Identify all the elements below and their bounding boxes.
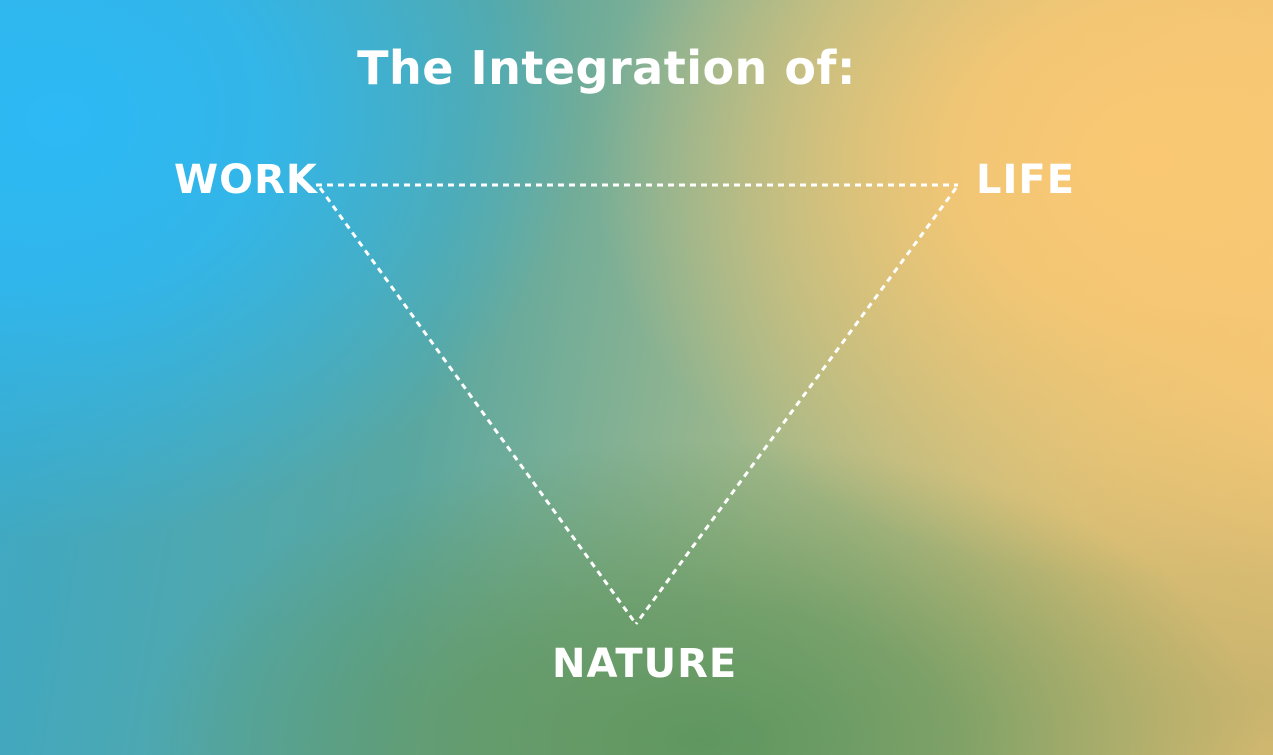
node-life: LIFE [976, 157, 1076, 203]
diagram-title: The Integration of: [357, 41, 856, 95]
edge-work-nature [318, 187, 638, 625]
node-nature: NATURE [552, 641, 738, 687]
edge-life-nature [634, 187, 958, 625]
node-work: WORK [174, 157, 318, 203]
